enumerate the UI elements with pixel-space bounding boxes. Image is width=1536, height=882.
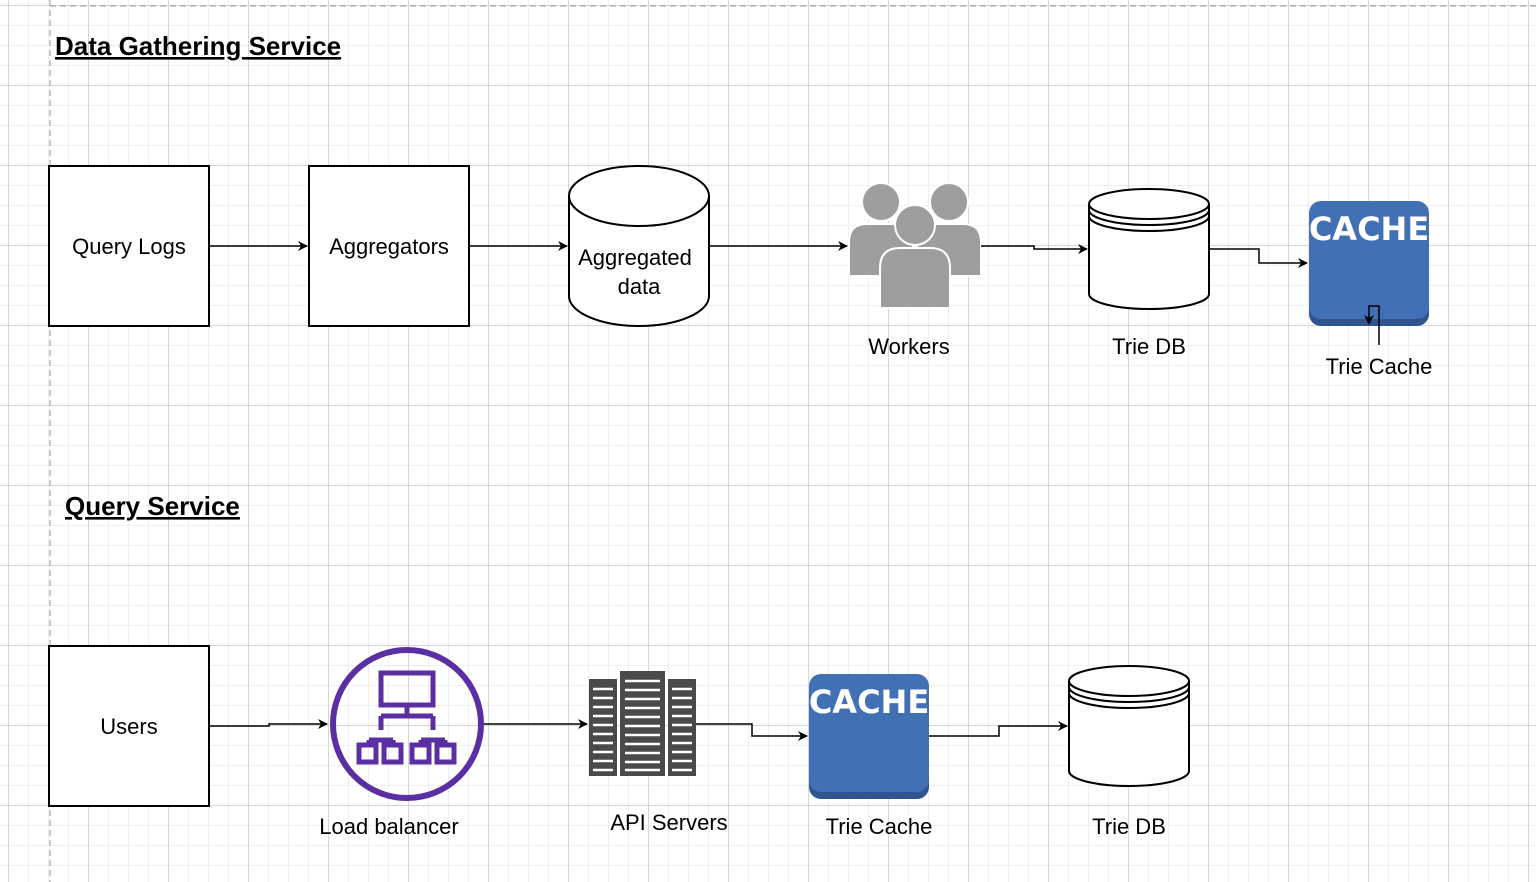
aggregators-label: Aggregators — [329, 234, 449, 259]
workers-icon — [848, 182, 982, 309]
section-title-data-gathering: Data Gathering Service — [55, 31, 341, 61]
users-label: Users — [100, 714, 157, 739]
arrow-triedb-to-cache — [1209, 248, 1308, 268]
cache-badge-query: CACHE — [809, 683, 929, 721]
trie-cache-label-gathering: Trie Cache — [1326, 354, 1433, 379]
users-node[interactable]: Users — [48, 645, 210, 807]
arrow-cache-to-triedb — [929, 721, 1068, 737]
trie-db-label-gathering: Trie DB — [1112, 334, 1186, 359]
trie-cache-node-query[interactable]: CACHE Trie Cache — [809, 674, 933, 839]
trie-cache-label-query: Trie Cache — [826, 814, 933, 839]
arrow-cache-label-loop — [1364, 305, 1380, 345]
arrow-workers-to-triedb — [981, 244, 1088, 254]
workers-node[interactable]: Workers — [848, 182, 982, 359]
load-balancer-node[interactable]: Load balancer — [319, 647, 484, 839]
load-balancer-label: Load balancer — [319, 814, 458, 839]
arrow-users-to-lb — [209, 719, 328, 729]
query-connectors — [209, 719, 1068, 741]
trie-cache-node-gathering[interactable]: CACHE Trie Cache — [1309, 201, 1433, 379]
cache-badge-gathering: CACHE — [1309, 210, 1429, 248]
server-rack-icon — [589, 671, 696, 776]
aggregators-node[interactable]: Aggregators — [308, 165, 470, 327]
workers-label: Workers — [868, 334, 950, 359]
section-title-query-service: Query Service — [65, 491, 240, 521]
query-logs-node[interactable]: Query Logs — [48, 165, 210, 327]
aggregated-data-label-line1: Aggregated — [578, 245, 692, 270]
gathering-connectors — [209, 241, 1380, 345]
load-balancer-icon — [330, 647, 484, 801]
trie-db-label-query: Trie DB — [1092, 814, 1166, 839]
trie-db-node-query[interactable]: Trie DB — [1068, 665, 1190, 839]
aggregated-data-label-line2: data — [618, 274, 662, 299]
query-logs-label: Query Logs — [72, 234, 186, 259]
api-servers-label: API Servers — [610, 810, 727, 835]
trie-db-node-gathering[interactable]: Trie DB — [1088, 188, 1210, 359]
aggregated-data-node[interactable]: Aggregated data — [568, 165, 710, 327]
api-servers-node[interactable]: API Servers — [589, 671, 728, 835]
arrow-api-to-cache — [696, 723, 808, 741]
